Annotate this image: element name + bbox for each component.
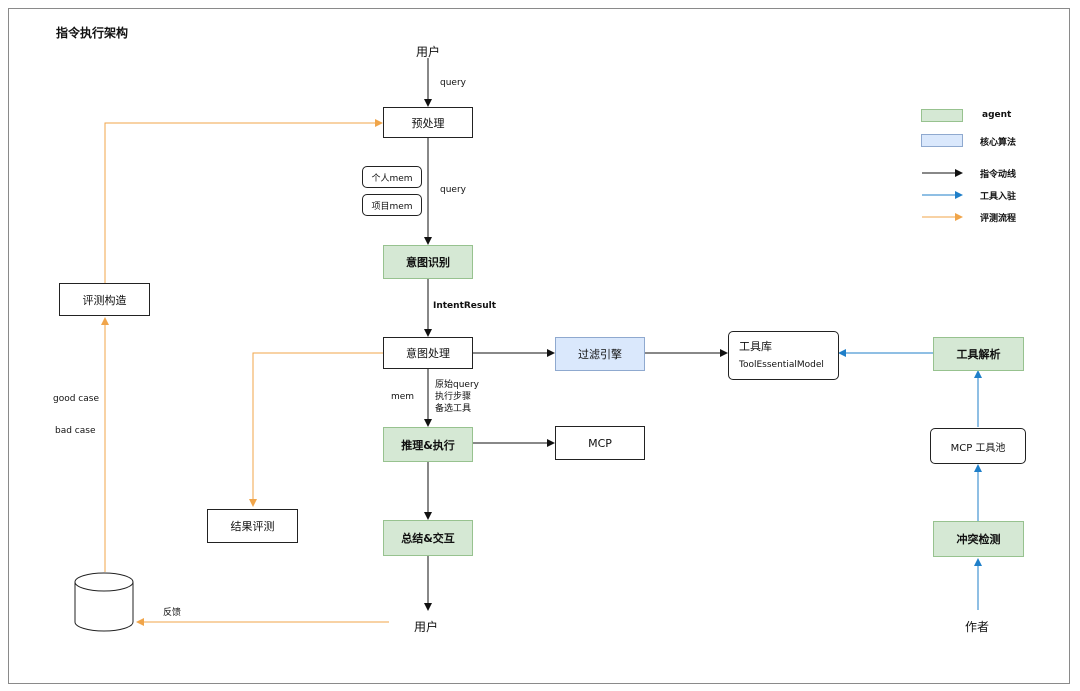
legend-agent-label: agent <box>982 110 1012 120</box>
node-author: 作者 <box>965 620 990 634</box>
node-personal-mem: 个人mem <box>362 166 422 188</box>
edge-label-execution-steps: 执行步骤 <box>435 392 472 402</box>
node-tool-library-label: 工具库 <box>739 340 772 353</box>
legend-evaluation-flow-label: 评测流程 <box>980 214 1017 224</box>
node-tool-essential-model: ToolEssentialModel <box>739 360 824 370</box>
legend-agent-swatch <box>921 109 963 122</box>
node-tool-library: 工具库 ToolEssentialModel <box>728 331 839 380</box>
arrow-processing-to-result-eval <box>249 352 383 507</box>
edge-label-mem: mem <box>391 392 415 402</box>
legend-tool-onboarding-label: 工具入驻 <box>980 192 1017 202</box>
node-reasoning-execution: 推理&执行 <box>383 427 473 462</box>
diagram-title: 指令执行架构 <box>56 26 129 40</box>
node-tool-parsing: 工具解析 <box>933 337 1024 371</box>
node-evaluation-construction: 评测构造 <box>59 283 150 316</box>
edge-label-bad-case: bad case <box>55 426 96 436</box>
node-user-top: 用户 <box>416 45 441 59</box>
node-preprocess: 预处理 <box>383 107 473 138</box>
node-mcp: MCP <box>555 426 645 460</box>
diagram-frame <box>8 8 1070 684</box>
edge-label-query-top: query <box>440 78 466 88</box>
arrow-eval-construction-to-preprocess <box>104 119 383 283</box>
node-filter-engine: 过滤引擎 <box>555 337 645 371</box>
edge-label-intent-result: IntentResult <box>433 301 497 311</box>
node-project-mem: 项目mem <box>362 194 422 216</box>
database-cylinder-icon <box>74 572 134 632</box>
node-summary-interaction: 总结&交互 <box>383 520 473 556</box>
node-conflict-detection: 冲突检测 <box>933 521 1024 557</box>
node-result-evaluation: 结果评测 <box>207 509 298 543</box>
edge-label-original-query: 原始query <box>435 380 479 390</box>
node-user-bottom: 用户 <box>414 620 439 634</box>
legend-instruction-flow-label: 指令动线 <box>980 170 1017 180</box>
node-intent-recognition: 意图识别 <box>383 245 473 279</box>
edge-label-feedback: 反馈 <box>163 608 182 618</box>
legend-core-algorithm-label: 核心算法 <box>980 138 1017 148</box>
edge-label-query-mid: query <box>440 185 466 195</box>
node-intent-processing: 意图处理 <box>383 337 473 369</box>
node-mcp-tool-pool: MCP 工具池 <box>930 428 1026 464</box>
legend-core-algorithm-swatch <box>921 134 963 147</box>
edge-label-good-case: good case <box>53 394 99 404</box>
edge-label-candidate-tools: 备选工具 <box>435 404 472 414</box>
